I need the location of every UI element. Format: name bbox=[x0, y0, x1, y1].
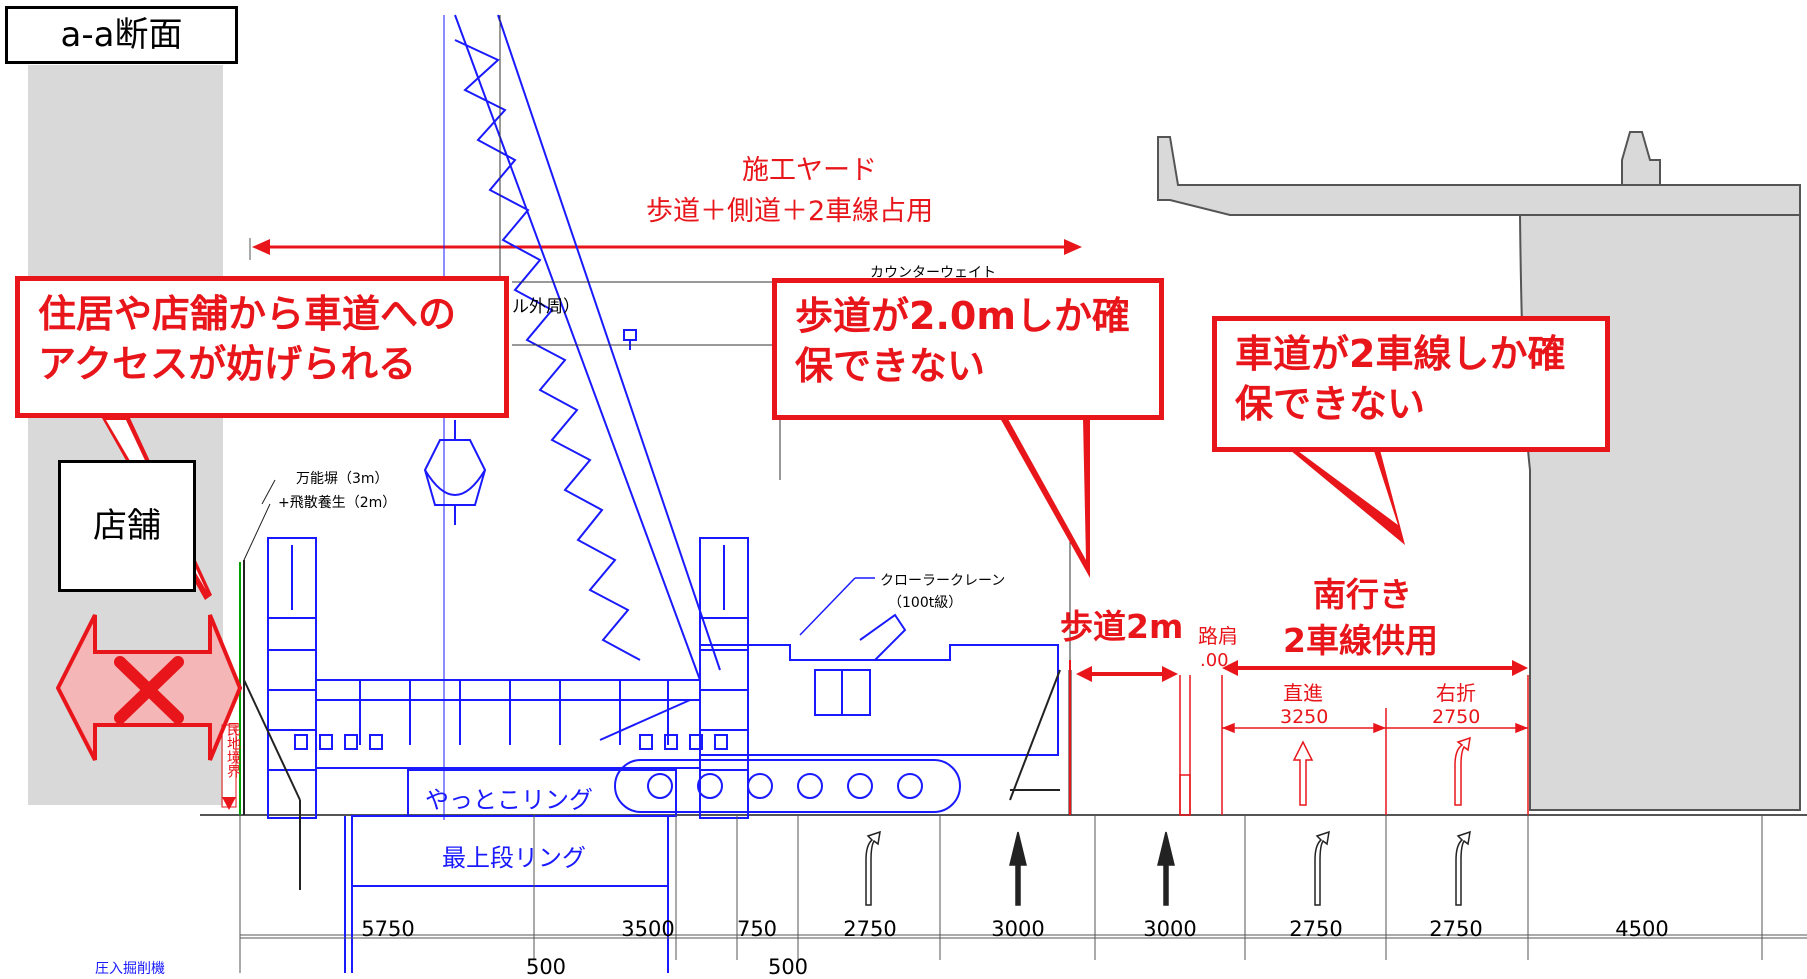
bottom-dim-2: 500 bbox=[767, 955, 809, 979]
boundary-label: 民地境界 bbox=[225, 722, 241, 778]
outer-partial-label: ル外周） bbox=[512, 297, 580, 317]
viaduct-parapet bbox=[1621, 131, 1661, 186]
callout-access: 住居や店舗から車道への アクセスが妨げられる bbox=[15, 276, 509, 418]
callout-access-line2: アクセスが妨げられる bbox=[38, 342, 417, 386]
crane-label-2: （100t級） bbox=[888, 595, 963, 611]
road-lanes bbox=[1179, 675, 1529, 816]
press-label: 圧入掘削機 bbox=[95, 961, 165, 977]
callout-roadway-line2: 保できない bbox=[1235, 382, 1426, 426]
shop-label: 店舗 bbox=[58, 460, 196, 592]
callout-roadway-line1: 車道が2車線しか確 bbox=[1235, 332, 1566, 376]
dimension-line bbox=[239, 815, 1807, 973]
right-frame-tower bbox=[699, 537, 749, 819]
yatto-ring-label: やっとこリング bbox=[425, 786, 593, 814]
crawler-crane bbox=[599, 613, 1059, 813]
work-platform bbox=[294, 679, 728, 769]
yard-label-1: 施工ヤード bbox=[742, 155, 877, 186]
fence-label-2: +飛散養生（2m） bbox=[278, 495, 397, 511]
dim-2: 3500 bbox=[621, 917, 675, 941]
dim-4: 2750 bbox=[843, 917, 897, 941]
callout-sidewalk-line1: 歩道が2.0mしか確 bbox=[795, 294, 1130, 338]
fence-label-1: 万能塀（3m） bbox=[296, 471, 389, 487]
dim-7: 2750 bbox=[1289, 917, 1343, 941]
ground-lane-arrows bbox=[865, 830, 1471, 906]
southbound-label-1: 南行き bbox=[1313, 575, 1412, 614]
yard-label-2: 歩道＋側道＋2車線占用 bbox=[646, 196, 934, 227]
dim-3: 750 bbox=[736, 917, 778, 941]
cross-mark-icon bbox=[114, 656, 184, 724]
dim-6: 3000 bbox=[1143, 917, 1197, 941]
straight-label: 直進 bbox=[1283, 681, 1323, 705]
callout-access-line1: 住居や店舗から車道への bbox=[38, 292, 457, 336]
top-ring-label: 最上段リング bbox=[442, 844, 586, 872]
counterweight-label: カウンターウェイト bbox=[870, 265, 996, 281]
sidewalk-2m-label: 歩道2m bbox=[1060, 607, 1184, 646]
dim-5: 3000 bbox=[991, 917, 1045, 941]
shoulder-label: 路肩 bbox=[1198, 624, 1238, 648]
dim-8: 2750 bbox=[1429, 917, 1483, 941]
viaduct-deck bbox=[1157, 136, 1801, 216]
section-title: a-a断面 bbox=[5, 6, 238, 64]
callout-roadway: 車道が2車線しか確 保できない bbox=[1212, 316, 1610, 452]
callout-sidewalk: 歩道が2.0mしか確 保できない bbox=[772, 278, 1164, 420]
shoulder-dim: .00 bbox=[1200, 650, 1229, 671]
dim-9: 4500 bbox=[1615, 917, 1669, 941]
right-turn-dim: 2750 bbox=[1432, 706, 1481, 728]
grab-bucket bbox=[423, 420, 487, 525]
southbound-label-2: 2車線供用 bbox=[1283, 621, 1438, 660]
crane-boom bbox=[454, 14, 721, 681]
right-turn-label: 右折 bbox=[1436, 681, 1476, 705]
crane-label-1: クローラークレーン bbox=[880, 573, 1006, 589]
left-frame-tower bbox=[267, 537, 317, 819]
callout-sidewalk-line2: 保できない bbox=[795, 344, 986, 388]
rings bbox=[344, 769, 677, 973]
viaduct-pier bbox=[1518, 214, 1801, 811]
bottom-dim-1: 500 bbox=[525, 955, 567, 979]
straight-dim: 3250 bbox=[1280, 706, 1329, 728]
dim-1: 5750 bbox=[361, 917, 415, 941]
